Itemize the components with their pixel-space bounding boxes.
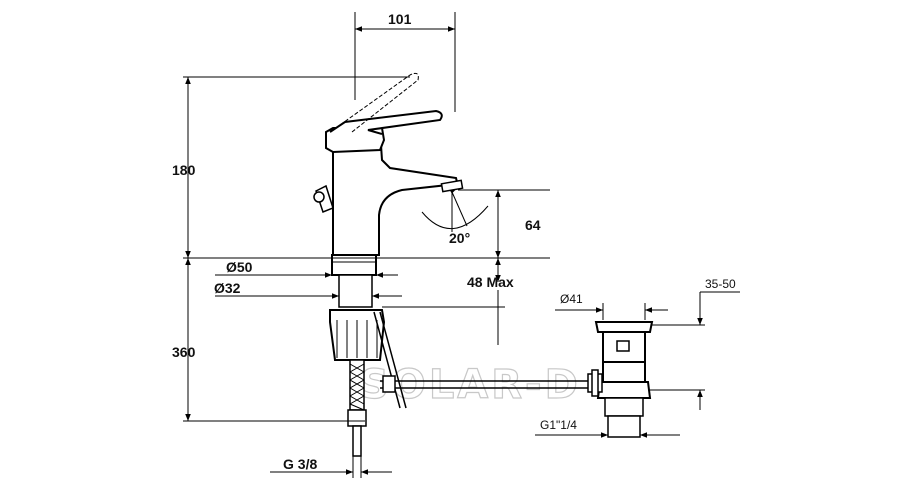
dim-height-upper: 180 — [172, 162, 196, 178]
dim-width-top: 101 — [388, 11, 412, 27]
faucet-body — [313, 72, 464, 457]
dim-drain-range: 35-50 — [705, 277, 736, 291]
drain-assembly — [380, 321, 654, 438]
dimension-lines — [183, 12, 740, 478]
dim-swivel-angle: 20° — [449, 230, 470, 246]
dim-thread: G 3/8 — [283, 456, 317, 472]
dim-max-thickness: 48 Max — [467, 274, 514, 290]
dim-drain-diameter: Ø41 — [560, 292, 583, 306]
dim-hole-diameter: Ø32 — [214, 280, 241, 296]
dim-drain-thread: G1"1/4 — [540, 418, 577, 432]
dim-height-lower: 360 — [172, 344, 196, 360]
dim-spout-height: 64 — [525, 217, 541, 233]
dim-base-diameter: Ø50 — [226, 259, 253, 275]
